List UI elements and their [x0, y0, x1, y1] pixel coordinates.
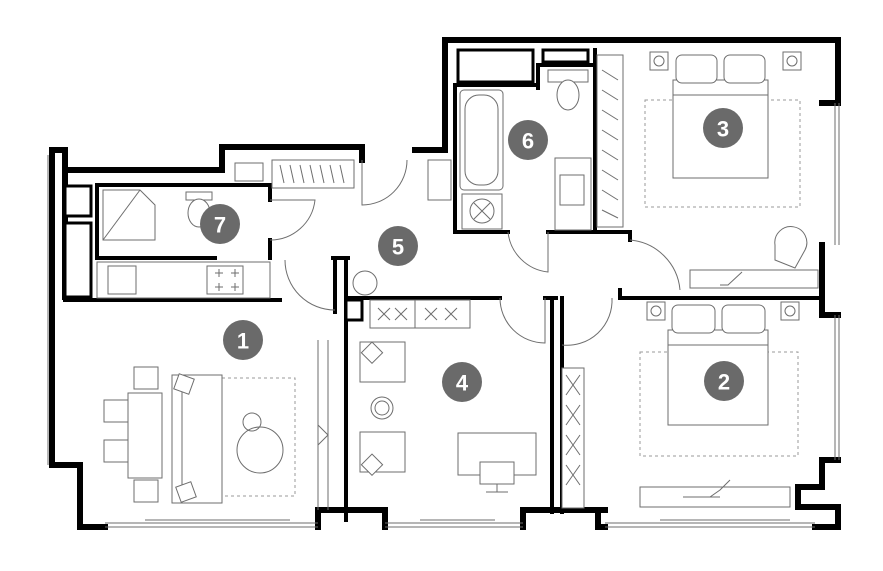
room-badge-5: 5	[378, 226, 418, 266]
kitchen-sink	[107, 265, 137, 295]
inner-walls	[63, 48, 824, 522]
windows	[47, 103, 840, 528]
bath7-sink	[234, 162, 264, 182]
room-badge-4: 4	[442, 362, 482, 402]
room-number-label: 6	[522, 129, 534, 154]
room3-wardrobe	[596, 54, 624, 228]
room-number-label: 7	[214, 213, 226, 238]
room-badge-3: 3	[703, 108, 743, 148]
room-badge-2: 2	[704, 361, 744, 401]
hall-wardrobe	[271, 159, 355, 189]
room-badge-circle	[704, 361, 744, 401]
room4-shelf	[369, 299, 471, 329]
doors	[269, 159, 681, 346]
toilet-bowl	[556, 79, 580, 111]
room-number-label: 4	[456, 371, 469, 396]
room-badge-circle	[200, 204, 240, 244]
room-badges: 1 2 3 4 5 6 7	[200, 108, 744, 402]
hall-fixtures	[352, 159, 452, 296]
armchair-3	[774, 226, 808, 269]
column-block	[344, 298, 364, 322]
room4-furniture	[359, 299, 537, 493]
room-number-label: 2	[718, 370, 730, 395]
room2-wardrobe	[561, 367, 585, 509]
room-badge-circle	[508, 120, 548, 160]
shower-tray	[102, 189, 156, 241]
room-badge-circle	[703, 108, 743, 148]
room-number-label: 1	[237, 329, 249, 354]
sofa	[171, 374, 223, 504]
bath6-fixtures	[456, 48, 592, 231]
room-badge-1: 1	[223, 320, 263, 360]
room3-furniture	[596, 51, 819, 289]
coffee-table	[236, 426, 284, 474]
stove	[206, 265, 244, 295]
dining-table	[127, 392, 163, 479]
room-badge-7: 7	[200, 204, 240, 244]
left-fixtures	[63, 159, 355, 299]
room-number-label: 3	[717, 117, 729, 142]
room1-furniture	[103, 340, 329, 510]
room-badge-circle	[442, 362, 482, 402]
room3-tv-unit	[689, 269, 819, 289]
hall-cabinet	[427, 159, 452, 201]
room-badge-circle	[378, 226, 418, 266]
room-badge-6: 6	[508, 120, 548, 160]
room-badge-circle	[223, 320, 263, 360]
room-number-label: 5	[392, 235, 404, 260]
